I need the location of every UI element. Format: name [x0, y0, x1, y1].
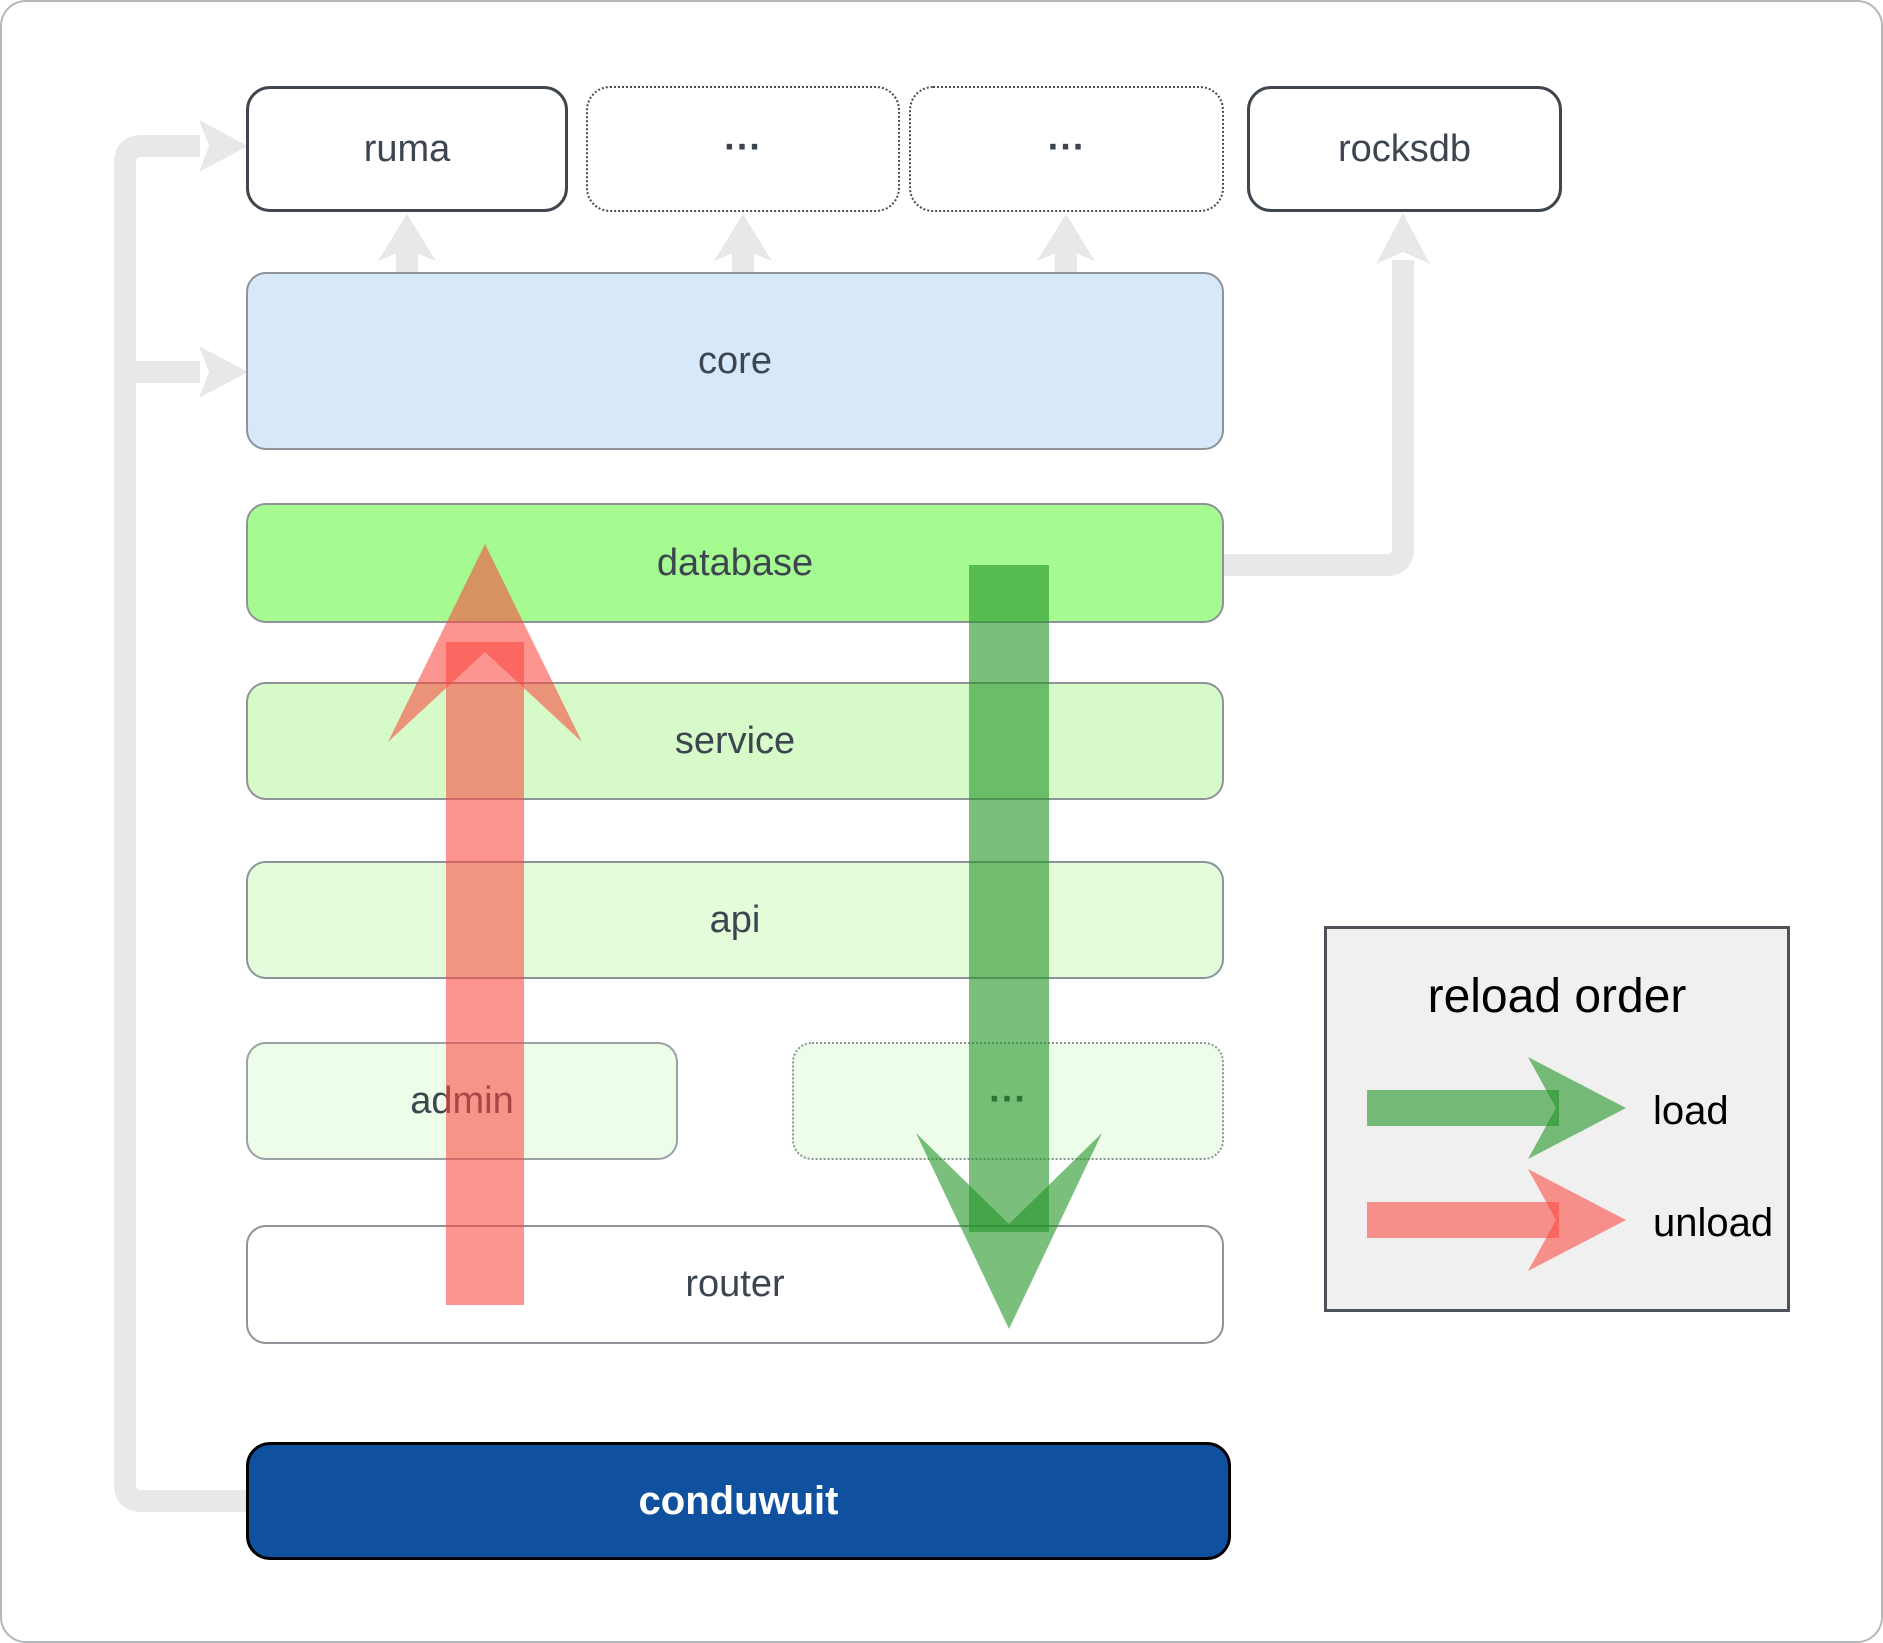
node-crate-ellipsis-1-label: ... — [724, 116, 762, 159]
arrowhead-into-rocksdb — [1376, 213, 1430, 264]
node-database: database — [246, 503, 1224, 623]
node-crate-ellipsis-2: ... — [909, 86, 1224, 212]
node-admin: admin — [246, 1042, 678, 1160]
node-api: api — [246, 861, 1224, 979]
node-rocksdb-label: rocksdb — [1337, 127, 1472, 170]
core-to-crate2-arrowhead — [1037, 214, 1095, 261]
node-rocksdb: rocksdb — [1247, 86, 1562, 212]
node-service: service — [246, 682, 1224, 800]
node-service-label: service — [674, 719, 796, 762]
connector-conduwuit-to-ruma — [114, 135, 252, 1512]
node-router-label: router — [685, 1263, 785, 1305]
node-database-label: database — [656, 541, 814, 584]
node-ruma-label: ruma — [363, 127, 451, 170]
node-crate-ellipsis-1: ... — [586, 86, 900, 212]
arrowhead-into-core — [199, 346, 248, 398]
node-conduwuit: conduwuit — [246, 1442, 1231, 1560]
legend: reload order load unload — [1324, 926, 1790, 1312]
node-api-label: api — [709, 898, 761, 941]
node-crate-ellipsis-2-label: ... — [1047, 116, 1086, 159]
node-core-label: core — [698, 339, 772, 382]
node-core: core — [246, 272, 1224, 450]
node-conduwuit-label: conduwuit — [638, 1478, 839, 1523]
connector-database-to-rocksdb — [1212, 260, 1414, 576]
legend-title: reload order — [1427, 970, 1687, 1023]
node-admin-ellipsis: ... — [792, 1042, 1224, 1160]
node-admin-label: admin — [410, 1079, 514, 1122]
node-ruma: ruma — [246, 86, 568, 212]
node-admin-ellipsis-label: ... — [989, 1068, 1027, 1111]
legend-unload-label: unload — [1653, 1201, 1774, 1245]
arrowhead-into-ruma — [199, 120, 248, 172]
node-router: router — [246, 1225, 1224, 1344]
core-to-crate1-arrowhead — [714, 214, 772, 261]
core-to-ruma-arrowhead — [378, 214, 436, 261]
legend-load-label: load — [1653, 1089, 1729, 1133]
